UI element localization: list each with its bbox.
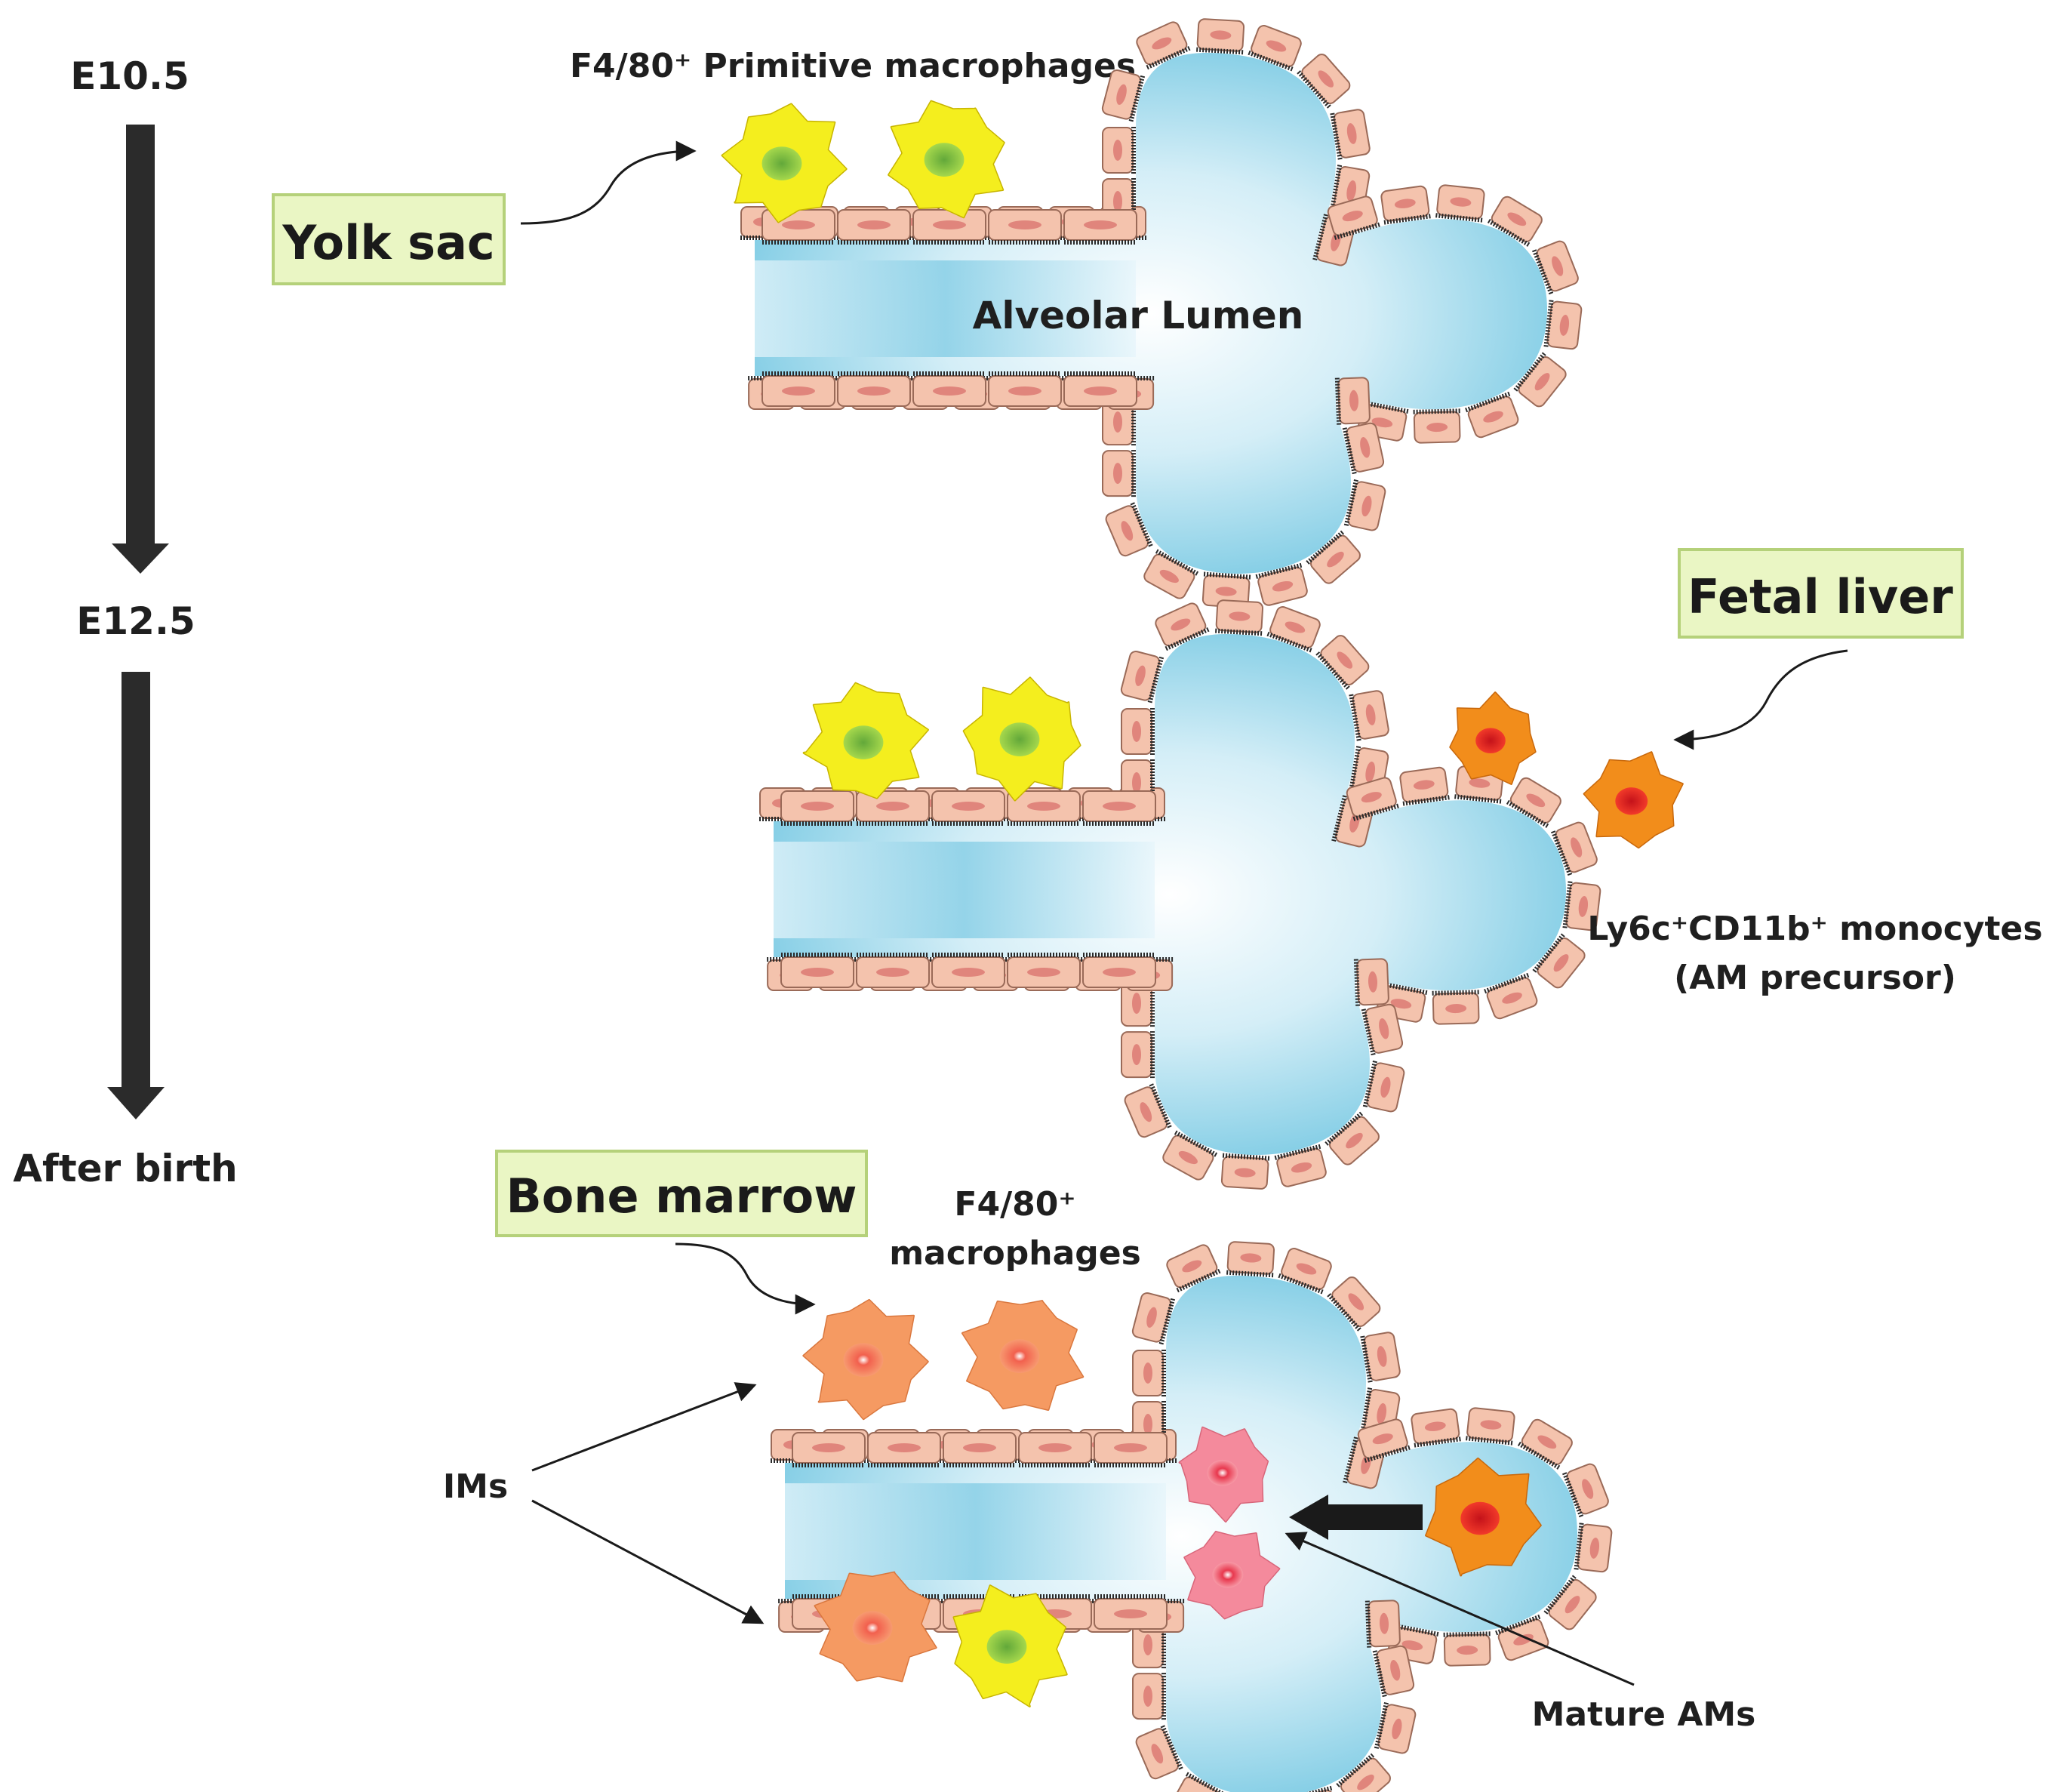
- monocyte-precursor: [1425, 1457, 1542, 1577]
- yolk-sac-label: Yolk sac: [282, 215, 494, 270]
- monocyte-precursor: [1583, 751, 1684, 849]
- primitive-macrophage: [721, 103, 848, 223]
- primitive-macrophage: [802, 682, 929, 799]
- source-box-bone-marrow: Bone marrow: [495, 1150, 868, 1237]
- bm-macrophages-label-line2: macrophages: [889, 1234, 1141, 1273]
- mature-ams-arrow: [1285, 1532, 1635, 1686]
- primitive-macrophage: [888, 100, 1005, 219]
- panel-e12-5: Fetal liver Ly6c⁺CD11b⁺ monocytes (AM pr…: [759, 548, 2043, 1190]
- monocytes-label: Ly6c⁺CD11b⁺ monocytes: [1587, 910, 2042, 948]
- panel-e10-5: Yolk sac F4/80⁺ Primitive macrophages Al…: [272, 18, 1583, 608]
- fetal-liver-label: Fetal liver: [1688, 569, 1953, 624]
- alveolar-lumen-label: Alveolar Lumen: [973, 294, 1304, 337]
- source-box-fetal-liver: Fetal liver: [1678, 548, 1964, 639]
- primitive-macrophage: [962, 676, 1081, 802]
- alveolus-2: [759, 599, 1601, 1190]
- ims-arrow-upper: [531, 1382, 757, 1472]
- alveolus-1: [740, 18, 1583, 608]
- bm-macrophages-label-line1: F4/80⁺: [954, 1185, 1075, 1224]
- primitive-macrophage: [952, 1584, 1068, 1707]
- primitive-macrophages-label: F4/80⁺ Primitive macrophages: [570, 47, 1136, 85]
- monocyte-precursor: [1449, 691, 1537, 785]
- bm-derived-macrophage: [802, 1298, 929, 1421]
- mature-alveolar-macrophage: [1183, 1531, 1281, 1620]
- timeline-arrow-2: [107, 672, 165, 1119]
- epithelium: [759, 599, 1601, 1190]
- am-precursor-label: (AM precursor): [1674, 959, 1956, 997]
- yolk-sac-arrow: [520, 140, 697, 225]
- panel-after-birth: Bone marrow F4/80⁺ macrophages IMs Matur…: [443, 1150, 1756, 1792]
- stage-label-e10-5: E10.5: [70, 54, 189, 98]
- bm-derived-macrophage: [961, 1300, 1085, 1411]
- timeline-arrow-1: [112, 125, 169, 574]
- mature-ams-label: Mature AMs: [1532, 1695, 1756, 1734]
- bm-derived-macrophage: [814, 1571, 937, 1683]
- timeline: E10.5 E12.5 After birth: [13, 54, 237, 1190]
- ims-arrow-lower: [531, 1499, 765, 1624]
- stage-label-e12-5: E12.5: [76, 599, 195, 643]
- differentiation-arrow: [1289, 1495, 1423, 1540]
- bone-marrow-arrow: [675, 1242, 816, 1315]
- source-box-yolk-sac: Yolk sac: [272, 193, 506, 285]
- epithelium: [740, 18, 1583, 608]
- stage-label-after-birth: After birth: [13, 1147, 237, 1190]
- bone-marrow-label: Bone marrow: [506, 1168, 857, 1224]
- mature-alveolar-macrophage: [1178, 1426, 1269, 1523]
- ims-label: IMs: [443, 1467, 508, 1506]
- fetal-liver-arrow: [1673, 649, 1848, 750]
